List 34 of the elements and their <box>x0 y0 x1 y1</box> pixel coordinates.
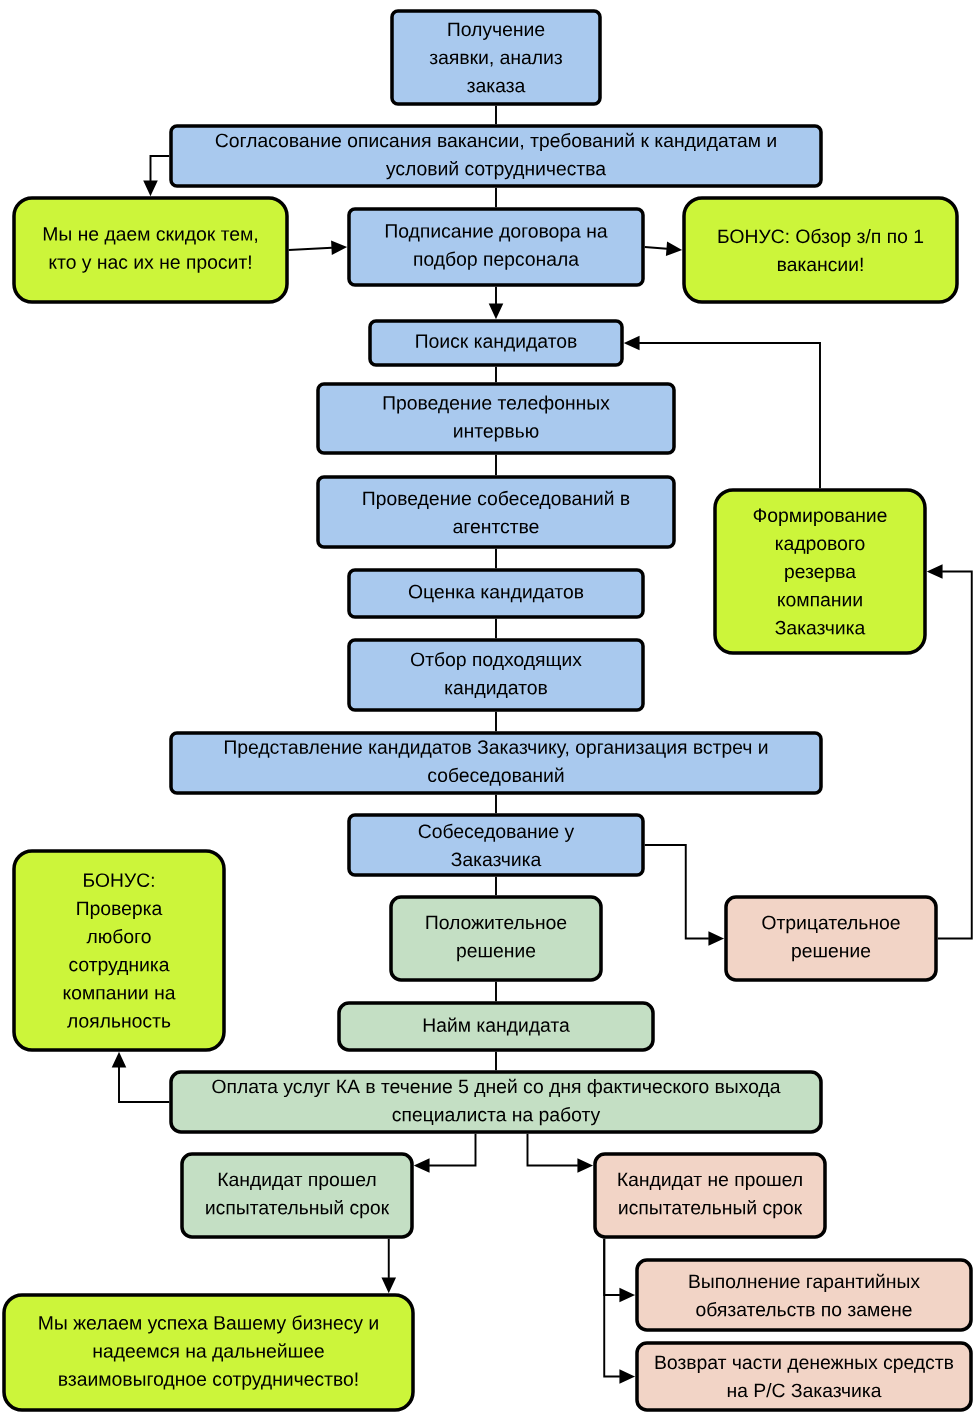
connector-line <box>495 617 497 640</box>
connector-line <box>495 710 497 733</box>
process-box: Кандидат не прошел испытательный срок <box>593 1152 827 1239</box>
note-box: БОНУС: Проверка любого сотрудника компании на лояльность <box>12 849 226 1052</box>
connector-line <box>495 547 497 570</box>
process-box: Проведение телефонных интервью <box>316 382 676 455</box>
process-box: Представление кандидатов Заказчику, организация встреч и собеседований <box>169 731 823 795</box>
process-box: Поиск кандидатов <box>368 319 624 367</box>
process-box: Отбор подходящих кандидатов <box>347 638 645 712</box>
process-box: Найм кандидата <box>337 1001 655 1052</box>
process-box: Получение заявки, анализ заказа <box>390 9 602 106</box>
process-box: Положительное решение <box>389 895 603 982</box>
process-box: Отрицательное решение <box>724 895 938 982</box>
connector-line <box>495 453 497 477</box>
connector-line <box>495 186 497 209</box>
note-box: БОНУС: Обзор з/п по 1 вакансии! <box>682 196 959 304</box>
connector-line <box>495 1050 497 1072</box>
process-box: Собеседование у Заказчика <box>347 813 645 877</box>
process-box: Оплата услуг КА в течение 5 дней со дня фактического выхода специалиста на работу <box>169 1070 823 1134</box>
process-box: Выполнение гарантийных обязательств по замене <box>635 1258 973 1332</box>
connector-line <box>495 980 497 1003</box>
note-box: Формирование кадрового резерва компании Заказчика <box>713 488 927 655</box>
connector-line <box>495 365 497 384</box>
connector-line <box>495 104 497 126</box>
connector-line <box>495 793 497 815</box>
process-box: Проведение собеседований в агентстве <box>316 475 676 549</box>
process-box: Подписание договора на подбор персонала <box>347 207 645 287</box>
note-box: Мы не даем скидок тем, кто у нас их не просит! <box>12 196 289 304</box>
process-box: Возврат части денежных средств на Р/С Заказчика <box>635 1341 973 1412</box>
process-box: Согласование описания вакансии, требований к кандидатам и условий сотрудничества <box>169 124 823 188</box>
note-box: Мы желаем успеха Вашему бизнесу и надеемся на дальнейшее взаимовыгодное сотрудничество! <box>2 1293 415 1412</box>
process-box: Оценка кандидатов <box>347 568 645 619</box>
connector-line <box>495 875 497 897</box>
process-box: Кандидат прошел испытательный срок <box>180 1152 414 1239</box>
